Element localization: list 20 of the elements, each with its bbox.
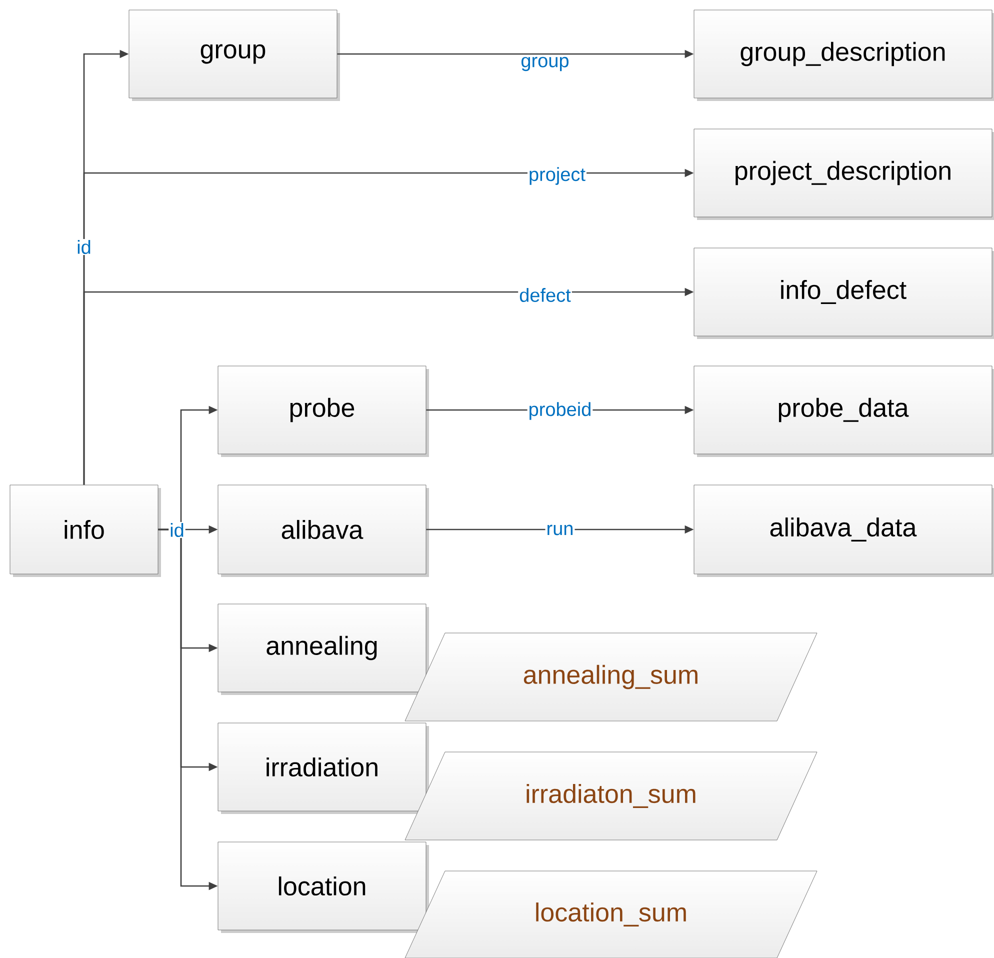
edge-label: probeid bbox=[527, 401, 593, 421]
edge-label: group bbox=[520, 56, 570, 72]
edge-label: run bbox=[545, 524, 575, 536]
table-box: location bbox=[218, 842, 429, 933]
table-box: annealing bbox=[218, 604, 429, 695]
edge-label: id bbox=[76, 239, 92, 255]
table-box: project_description bbox=[694, 128, 994, 220]
edge-label: project bbox=[528, 166, 587, 186]
table-box: probe_data bbox=[694, 366, 994, 457]
table-box: probe bbox=[218, 366, 429, 457]
edge-label: defect bbox=[518, 287, 572, 303]
table-box: info bbox=[10, 484, 161, 577]
table-box: alibava bbox=[218, 484, 429, 577]
table-box: group_description bbox=[694, 10, 994, 101]
table-box: irradiation bbox=[218, 722, 429, 814]
edge-label: id bbox=[168, 522, 186, 538]
parallelogram-box: location_sum bbox=[404, 870, 818, 958]
table-box: group bbox=[128, 10, 340, 101]
table-box: info_defect bbox=[694, 248, 994, 339]
table-box: alibava_data bbox=[694, 484, 994, 577]
